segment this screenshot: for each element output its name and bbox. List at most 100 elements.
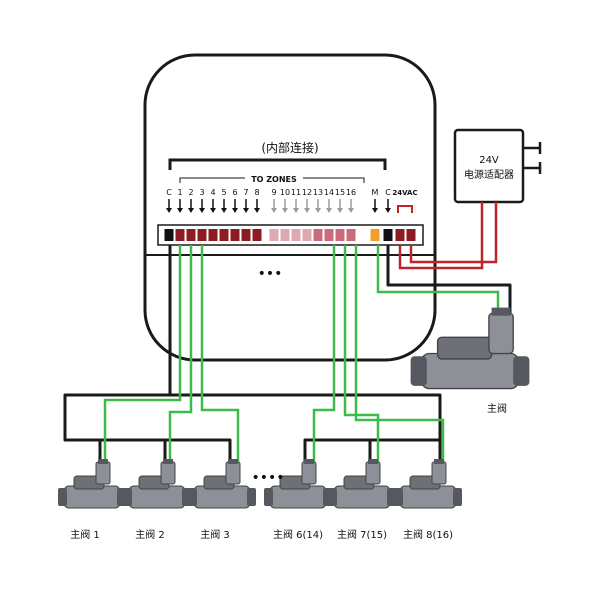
terminal-arrowhead-0 [166,208,172,213]
zone-valve-label-0: 主阀 1 [70,528,100,541]
common-wire-loop [63,245,512,462]
zone-1-wire [103,245,182,462]
zone-valve-label-2: 主阀 3 [200,528,230,541]
terminal-arrowhead-12 [304,208,310,213]
power-wire-1 [398,202,484,270]
terminal-label-1: 1 [177,188,182,197]
terminal-arrowhead-7 [243,208,249,213]
zone-valve-label-5: 主阀 8(16) [403,528,453,541]
terminal-block-11 [291,229,301,241]
terminal-block-10 [280,229,290,241]
terminal-block-15 [335,229,345,241]
terminal-block-2 [186,229,196,241]
terminal-arrowhead-13 [315,208,321,213]
terminal-arrowhead-5 [221,208,227,213]
zone-valve-1 [123,459,191,509]
terminal-block-4 [208,229,218,241]
zone-valve-label-4: 主阀 7(15) [337,528,387,541]
terminal-label-0: C [166,188,172,197]
to-zones-label: TO ZONES [251,175,297,184]
adapter-plug-prongs [523,142,542,174]
zone-3-wire [200,245,240,462]
terminal-arrowhead-11 [293,208,299,213]
zone-valve-5 [394,459,462,509]
terminal-label-2: 2 [188,188,193,197]
controller-housing [143,53,437,362]
terminal-block-13 [313,229,323,241]
terminal-arrowhead-6 [232,208,238,213]
adapter-voltage: 24V [479,155,499,166]
terminal-block-0 [164,229,174,241]
master-valve-label: 主阀 [487,402,507,415]
zone-2-wire [168,245,193,462]
zone-valve-0 [58,459,126,509]
terminal-block-19 [395,229,405,241]
terminal-block-5 [219,229,229,241]
terminal-label-13: 13 [313,188,323,197]
terminal-label-11: 11 [291,188,301,197]
terminal-block-8 [252,229,262,241]
terminal-arrowhead-14 [326,208,332,213]
terminal-block-14 [324,229,334,241]
terminal-label-17: M [372,188,379,197]
terminal-label-9: 9 [271,188,276,197]
power-adapter [453,128,525,204]
master-valve [410,307,530,390]
zone-valve-labels: 主阀 1 主阀 2 主阀 3 主阀 6(14) 主阀 7(15) 主阀 8(16) [70,528,453,541]
terminal-arrowhead-3 [199,208,205,213]
terminal-arrowhead-4 [210,208,216,213]
terminal-arrowhead-16 [348,208,354,213]
terminal-block-7 [241,229,251,241]
valves-more-dots: •••• [251,470,284,486]
terminal-label-18: C [385,188,391,197]
zone-14-wire [312,245,336,462]
terminal-block-6 [230,229,240,241]
internal-connection-title: (内部连接) [261,140,318,155]
zone-valve-4 [328,459,396,509]
zone-valve-3 [264,459,332,509]
terminal-label-15: 15 [335,188,345,197]
terminal-block-1 [175,229,185,241]
zone-valve-label-1: 主阀 2 [135,528,165,541]
terminal-arrows [166,199,391,213]
terminal-block-3 [197,229,207,241]
zone-valves [58,459,462,509]
terminal-arrowhead-2 [188,208,194,213]
terminal-label-8: 8 [254,188,259,197]
adapter-name: 电源适配器 [464,168,514,181]
terminal-arrowhead-10 [282,208,288,213]
terminal-label-10: 10 [280,188,290,197]
zone-15-wire [343,245,380,462]
master-valve-wire [376,245,500,320]
terminal-label-16: 16 [346,188,356,197]
zone-16-wire [354,245,445,462]
terminal-arrowhead-17 [372,208,378,213]
terminal-arrowhead-15 [337,208,343,213]
zone-valve-2 [188,459,256,509]
terminal-arrowhead-9 [271,208,277,213]
terminal-arrowhead-18 [385,208,391,213]
terminal-arrowhead-1 [177,208,183,213]
terminal-label-4: 4 [210,188,215,197]
terminal-label-5: 5 [221,188,226,197]
terminal-label-7: 7 [243,188,248,197]
terminal-block-20 [406,229,416,241]
controller-more-dots: ••• [258,266,283,282]
terminal-arrowhead-8 [254,208,260,213]
terminal-block-12 [302,229,312,241]
terminal-block-18 [383,229,393,241]
zone-valve-label-3: 主阀 6(14) [273,528,323,541]
terminal-label-3: 3 [199,188,204,197]
terminal-block-17 [370,229,380,241]
terminal-blocks [164,229,416,241]
terminal-label-19: 24VAC [392,189,417,197]
power-wire-2 [409,202,498,264]
terminal-block-16 [346,229,356,241]
terminal-label-6: 6 [232,188,237,197]
ac-symbol [397,205,413,213]
title-bracket [168,158,387,170]
terminal-label-14: 14 [324,188,334,197]
terminal-label-12: 12 [302,188,312,197]
